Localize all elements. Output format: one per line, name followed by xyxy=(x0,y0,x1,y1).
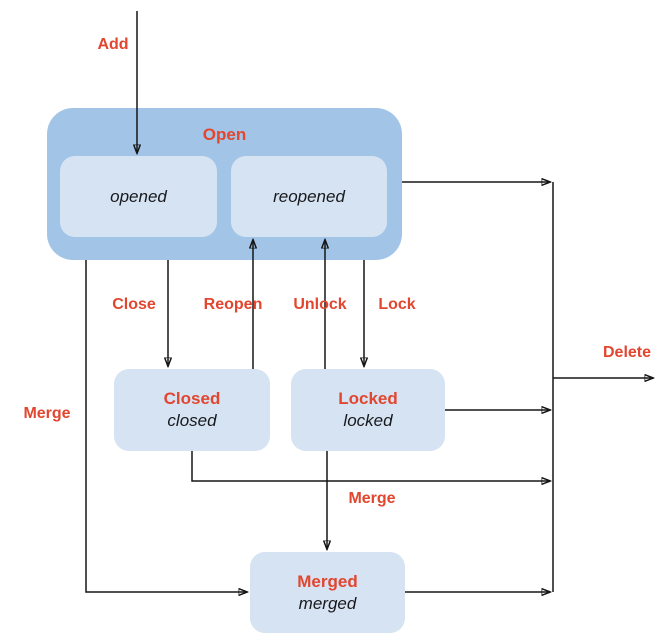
edge-label-close: Close xyxy=(112,296,156,313)
node-reopened-label: reopened xyxy=(273,186,345,206)
edge-label-delete: Delete xyxy=(602,344,652,361)
node-merged-title: Merged xyxy=(297,571,358,591)
edge-label-reopen: Reopen xyxy=(203,296,263,313)
node-locked: Locked locked xyxy=(291,369,445,451)
node-locked-title: Locked xyxy=(338,389,398,408)
node-merged-state: merged xyxy=(298,593,357,613)
node-merged: Merged merged xyxy=(250,552,405,633)
arrow-closed-to-collector xyxy=(191,451,550,481)
node-opened: opened xyxy=(60,156,217,237)
edge-label-merge-middle: Merge xyxy=(348,490,396,507)
node-closed: Closed closed xyxy=(114,369,270,451)
node-open: Open opened reopened xyxy=(47,108,402,260)
node-locked-state: locked xyxy=(343,411,393,430)
edge-label-add: Add xyxy=(97,36,129,53)
node-reopened: reopened xyxy=(231,156,387,237)
node-open-title: Open xyxy=(202,125,247,144)
node-closed-title: Closed xyxy=(163,389,221,408)
node-opened-label: opened xyxy=(110,186,167,206)
edge-label-lock: Lock xyxy=(378,296,416,313)
node-closed-state: closed xyxy=(167,411,217,430)
edge-label-unlock: Unlock xyxy=(293,296,347,313)
edge-label-merge-left: Merge xyxy=(23,405,71,422)
